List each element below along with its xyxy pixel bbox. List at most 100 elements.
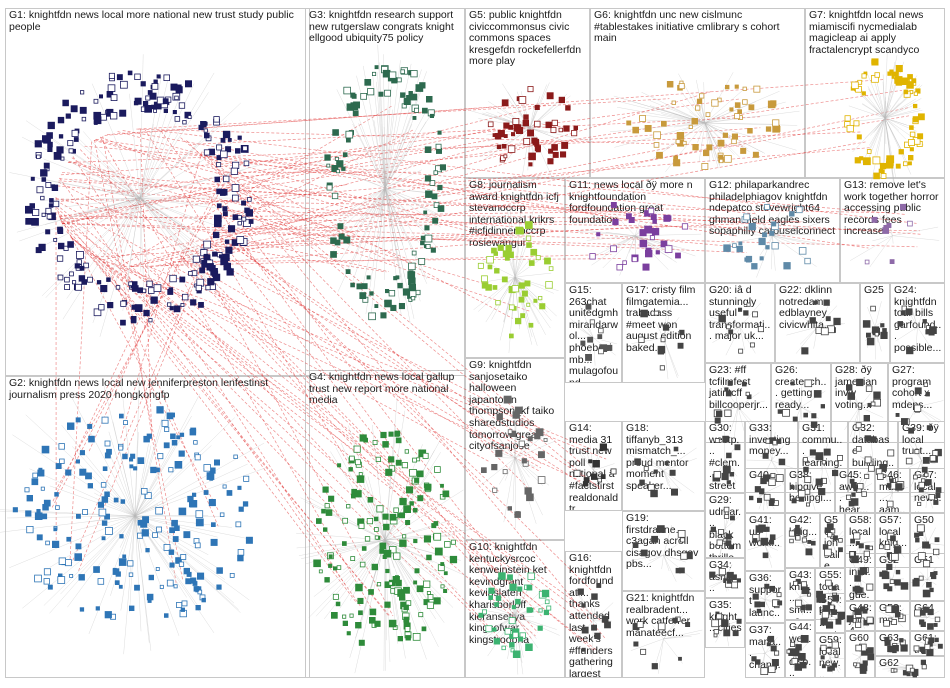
cluster-g36[interactable]: G36: support launc... [745,571,785,623]
cluster-g46[interactable]: G46: muse... aam... [875,468,910,513]
cluster-label: G59: local new... [819,634,845,678]
cluster-g18[interactable]: G18: tiffanyb_313 mismatch_... proud men… [622,421,705,511]
cluster-g63[interactable]: G63 [875,631,910,656]
cluster-label: G62 [879,657,899,669]
cluster-label: G63 [879,632,899,644]
cluster-g3[interactable]: G3: knightfdn research support new rutge… [305,8,465,376]
cluster-g20[interactable]: G20: iâ d stunningly useful transformati… [705,283,775,363]
cluster-g64[interactable]: G64 [910,601,945,631]
cluster-g37[interactable]: G37: mana... chang... [745,623,785,678]
cluster-g19[interactable]: G19: firstdraftne... c3agan acroll cisag… [622,511,705,591]
cluster-label: G41: up work... [749,514,780,550]
cluster-g61[interactable]: G61: thr... [910,631,945,656]
cluster-g35[interactable]: G35: knight... cities [705,598,745,648]
cluster-label: G42: knig... [789,514,818,538]
cluster-label: G2: knightfdn news local new jenniferpre… [9,377,272,401]
cluster-g12[interactable]: G12: philaparkandrec philadelphiagov kni… [705,178,840,283]
cluster-g24[interactable]: G24: knightfdn tour bills garfound... po… [890,283,945,363]
cluster-g59[interactable]: G59: local new... [815,633,845,678]
cluster-label: G12: philaparkandrec philadelphiagov kni… [709,179,836,238]
cluster-g44[interactable]: G44: wee... disp... 25... [785,620,815,678]
cluster-label: G25 [864,284,884,296]
cluster-label: G20: iâ d stunningly useful transformati… [709,284,771,343]
cluster-g34[interactable]: G34: ashke... [705,558,745,598]
cluster-label: G40 [749,469,769,481]
cluster-label: G4: knightfdn news local gallup trust ne… [309,371,458,407]
cluster-label: G56: jon salle... [824,514,841,568]
cluster-g4[interactable]: G4: knightfdn news local gallup trust ne… [305,370,465,678]
cluster-label: G17: cristy film filmgatemia... trabadas… [626,284,699,354]
cluster-g62[interactable]: G62 [875,656,945,678]
cluster-label: G36: support launc... [749,572,782,622]
cluster-g25[interactable]: G25 [860,283,890,363]
cluster-label: G24: knightfdn tour bills garfound... po… [894,284,942,354]
cluster-g53[interactable]: G53: m... [875,601,910,631]
cluster-label: G15: 263chat unitedgmh mirandarwol... ph… [569,284,619,383]
cluster-g43[interactable]: G43: knig... smf... s... [785,568,815,620]
cluster-g60[interactable]: G60 [845,631,875,678]
cluster-label: G8: journalism award knightfdn icfj stev… [469,179,562,249]
cluster-g55[interactable]: G55: today told... [815,568,845,620]
cluster-label: G38: hipgive behipgi... [789,469,832,505]
cluster-label: G19: firstdraftne... c3agan acroll cisag… [626,512,702,571]
cluster-g17[interactable]: G17: cristy film filmgatemia... trabadas… [622,283,705,383]
cluster-g38[interactable]: G38: hipgive behipgi... [785,468,835,513]
cluster-label: G44: wee... disp... 25... [789,621,812,678]
cluster-g2[interactable]: G2: knightfdn news local new jenniferpre… [5,376,310,678]
cluster-label: G34: ashke... [709,559,740,595]
cluster-label: G29: udmar... black bottom thrille... [709,494,742,558]
cluster-g13[interactable]: G13: remove let's work together horror a… [840,178,945,283]
cluster-label: G30: westp... #clem... street ribbon... [709,422,741,492]
cluster-g56[interactable]: G56: jon salle... [820,513,845,568]
cluster-label: G5: public knightfdn civiccommonsus civi… [469,9,584,68]
cluster-g10[interactable]: G10: knightfdn kentuckysrcoc kenweinstei… [465,540,565,678]
cluster-g40[interactable]: G40 [745,468,785,513]
cluster-label: G55: today told... [819,569,842,619]
cluster-label: G61: thr... [914,632,940,656]
cluster-label: G64 [914,602,934,614]
cluster-label: G23: #ff tcfilmfest jatintcff billcooper… [709,364,768,411]
cluster-label: G9: knightfdn sanjosetaiko halloween jap… [469,359,558,453]
cluster-label: G60 [849,632,869,644]
cluster-g51[interactable]: G51 [910,553,945,601]
cluster-g22[interactable]: G22: dklinn notredame edblayney civicwhi… [775,283,860,363]
cluster-g6[interactable]: G6: knightfdn unc new cislmunc #tablesta… [590,8,805,178]
cluster-g48[interactable]: G48: join 4 [845,601,875,631]
cluster-g47[interactable]: G47: local news... [910,468,945,513]
cluster-g1[interactable]: G1: knightfdn news local more national n… [5,8,310,376]
cluster-label: G47: local news... [914,469,942,513]
cluster-label: G35: knight... cities [709,599,742,635]
cluster-g16[interactable]: G16: knightfdn fordfoundati... thanks at… [565,551,622,678]
cluster-g11[interactable]: G11: news local ðÿ more n knightfoundati… [565,178,705,283]
cluster-g21[interactable]: G21: knightfdn realbradent... work catfe… [622,591,705,678]
cluster-label: G6: knightfdn unc new cislmunc #tablesta… [594,9,783,45]
cluster-label: G1: knightfdn news local more national n… [9,9,297,33]
cluster-label: G7: knightfdn local news miamiscifi nycm… [809,9,927,56]
cluster-label: G50 [914,514,934,526]
cluster-label: G11: news local ðÿ more n knightfoundati… [569,179,696,226]
cluster-label: G10: knightfdn kentuckysrcoc kenweinstei… [469,541,550,646]
cluster-g15[interactable]: G15: 263chat unitedgmh mirandarwol... ph… [565,283,622,383]
cluster-label: G53: m... [879,602,905,626]
cluster-g29[interactable]: G29: udmar... black bottom thrille... [705,493,745,558]
cluster-label: G39: ðÿ local trust... [902,422,942,458]
cluster-g41[interactable]: G41: up work... [745,513,785,571]
cluster-g30[interactable]: G30: westp... #clem... street ribbon... [705,421,745,493]
cluster-label: G13: remove let's work together horror a… [844,179,942,238]
cluster-g8[interactable]: G8: journalism award knightfdn icfj stev… [465,178,565,358]
cluster-g45[interactable]: G45: awes... hear... [835,468,875,513]
cluster-label: G48: join 4 [849,602,872,630]
cluster-g9[interactable]: G9: knightfdn sanjosetaiko halloween jap… [465,358,565,540]
cluster-label: G43: knig... smf... s... [789,569,812,619]
cluster-label: G27: program cohort x mdeps... [892,364,935,411]
cluster-label: G33: investing money... [749,422,794,458]
cluster-g7[interactable]: G7: knightfdn local news miamiscifi nycm… [805,8,945,178]
cluster-label: G46: muse... aam... [879,469,906,513]
cluster-g5[interactable]: G5: public knightfdn civiccommonsus civi… [465,8,590,178]
cluster-g42[interactable]: G42: knig... [785,513,820,568]
cluster-label: G57: local knig... [879,514,908,550]
cluster-g58[interactable]: G58: local... [845,513,875,568]
cluster-g57[interactable]: G57: local knig... [875,513,910,568]
cluster-label: G37: mana... chang... [749,624,782,678]
cluster-g14[interactable]: G14: media 31 trust new poll national â … [565,421,622,511]
